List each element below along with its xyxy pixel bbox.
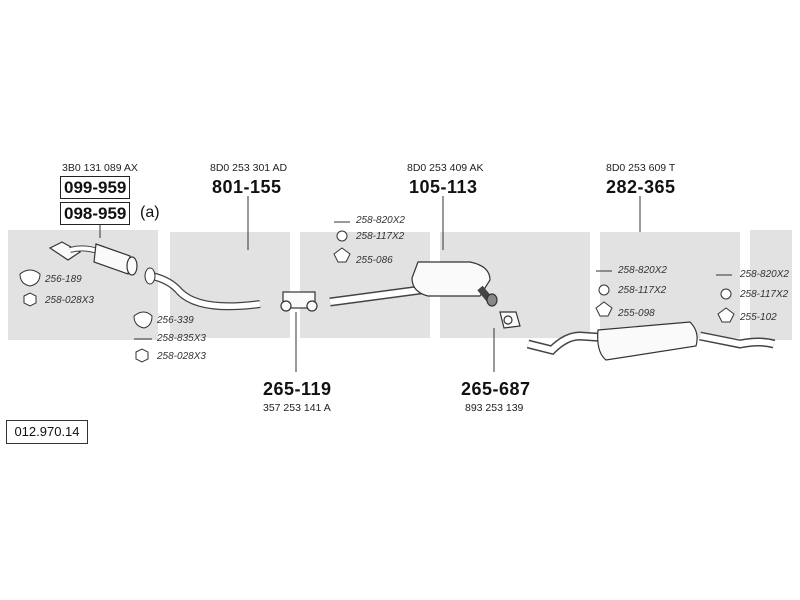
front-pipe-part[interactable] <box>48 241 138 276</box>
accessory-center-3[interactable]: 255-098 <box>618 308 655 319</box>
accessory-front-2[interactable]: 258-028X3 <box>45 295 94 306</box>
middle-pipe-part[interactable] <box>144 267 261 311</box>
nut-icon <box>135 348 149 363</box>
connector-code[interactable]: 265-687 <box>461 379 531 399</box>
front-pipe-suffix: (a) <box>140 204 160 221</box>
accessory-front-joint-2[interactable]: 258-835X3 <box>157 333 206 344</box>
accessory-rear-1[interactable]: 258-820X2 <box>740 269 789 280</box>
clamp-code[interactable]: 265-119 <box>263 379 332 399</box>
accessory-center-1[interactable]: 258-820X2 <box>618 265 667 276</box>
middle-pipe-code[interactable]: 801-155 <box>212 177 282 197</box>
catalog-number: 012.970.14 <box>6 420 88 444</box>
middle-pipe-oem: 8D0 253 301 AD <box>210 162 288 174</box>
clamp-oem: 357 253 141 A <box>263 402 331 414</box>
accessory-rear-2[interactable]: 258-117X2 <box>740 289 789 300</box>
gasket-icon <box>133 311 153 329</box>
accessory-front-joint-3[interactable]: 258-028X3 <box>157 351 206 362</box>
front-pipe-code-2[interactable]: 098-959 <box>60 202 131 225</box>
center-muffler-part[interactable] <box>411 261 498 307</box>
accessory-front-1[interactable]: 256-189 <box>45 274 82 285</box>
center-muffler-oem: 8D0 253 409 AK <box>407 162 484 174</box>
accessory-middle-1[interactable]: 258-820X2 <box>356 215 405 226</box>
rear-muffler-oem: 8D0 253 609 T <box>606 162 676 174</box>
rear-muffler-code[interactable]: 282-365 <box>606 177 676 197</box>
front-pipe-code-1[interactable]: 099-959 <box>60 176 131 199</box>
gasket-icon <box>19 269 41 287</box>
accessory-middle-2[interactable]: 258-117X2 <box>356 231 405 242</box>
accessory-rear-3[interactable]: 255-102 <box>740 312 777 323</box>
accessory-center-2[interactable]: 258-117X2 <box>618 285 667 296</box>
center-muffler-code[interactable]: 105-113 <box>409 177 478 197</box>
accessory-middle-3[interactable]: 255-086 <box>356 255 393 266</box>
connector-part[interactable] <box>499 311 521 329</box>
connector-oem: 893 253 139 <box>465 402 524 414</box>
nut-icon <box>23 292 37 307</box>
front-pipe-oem: 3B0 131 089 AX <box>62 162 138 174</box>
clamp-part[interactable] <box>280 291 318 312</box>
accessory-front-joint-1[interactable]: 256-339 <box>157 315 194 326</box>
watermark-logo <box>8 230 792 340</box>
rear-muffler-part[interactable] <box>526 321 776 361</box>
